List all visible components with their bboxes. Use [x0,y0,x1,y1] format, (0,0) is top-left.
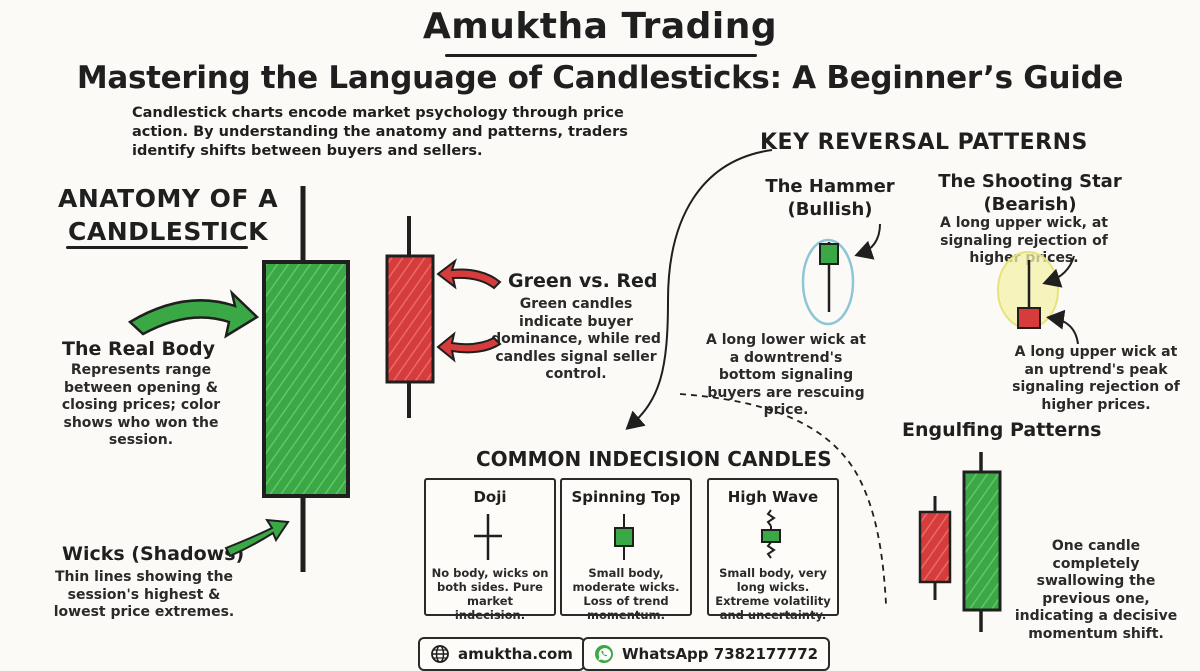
page-title: Mastering the Language of Candlesticks: … [76,60,1124,96]
arrow-icon [224,518,290,558]
green-red-desc: Green candles indicate buyer dominance, … [491,296,661,382]
arrow-icon [436,331,502,363]
brand-underline [445,54,757,57]
arrow-icon [127,289,260,339]
engulfing-heading: Engulfing Patterns [902,419,1102,441]
shooting-star-desc-top: A long upper wick, at signaling rejectio… [940,215,1108,266]
card-spinning-top-title: Spinning Top [571,488,681,506]
engulfing-red-candle [918,496,952,600]
red-candle-body [385,254,435,384]
real-body-label: The Real Body [62,338,215,360]
engulfing-green-candle [962,452,1002,632]
arrow-icon [1042,255,1075,288]
shooting-star-title-line1: The Shooting Star [938,171,1122,192]
card-doji-title: Doji [473,488,507,506]
engulfing-desc: One candle completely swallowing the pre… [1014,538,1178,642]
anatomy-heading: ANATOMY OF A CANDLESTICK [58,182,278,248]
arrow-icon [854,223,881,260]
anatomy-red-candle [385,216,435,418]
intro-text: Candlestick charts encode market psychol… [132,105,628,159]
hammer-title-line1: The Hammer [765,176,895,197]
anatomy-underline [66,246,248,249]
globe-icon [431,645,449,663]
high-wave-candle [761,509,781,559]
brand-title: Amuktha Trading [422,6,778,47]
wicks-desc: Thin lines showing the session's highest… [53,569,235,620]
card-high-wave-desc: Small body, very long wicks. Extreme vol… [715,566,831,622]
hammer-title-line2: (Bullish) [787,199,873,220]
real-body-desc: Represents range between opening & closi… [61,362,221,448]
anatomy-heading-line1: ANATOMY OF A [58,184,279,213]
hammer-title: The Hammer (Bullish) [760,175,900,221]
whatsapp-text: WhatsApp 7382177772 [622,645,819,663]
green-candle-body [262,260,350,498]
wicks-label: Wicks (Shadows) [62,543,245,565]
card-doji-desc: No body, wicks on both sides. Pure marke… [431,566,549,622]
website-text: amuktha.com [458,645,573,663]
dashed-connector [679,393,887,605]
doji-candle [474,514,502,560]
arrow-icon [436,258,502,290]
card-doji: Doji No body, wicks on both sides. Pure … [424,478,556,622]
card-high-wave-title: High Wave [727,488,819,506]
arrow-icon [625,149,773,430]
arrow-icon [1046,309,1079,345]
hammer-candle [801,238,855,326]
shooting-star-title: The Shooting Star (Bearish) [930,170,1130,216]
hammer-desc: A long lower wick at a downtrend's botto… [706,332,866,418]
shooting-star-title-line2: (Bearish) [983,194,1077,215]
shooting-star-desc-bottom: A long upper wick at an uptrend's peak s… [1012,344,1180,413]
anatomy-green-candle [262,186,350,572]
anatomy-heading-line2: CANDLESTICK [68,217,268,246]
shooting-star-candle [997,251,1059,329]
card-high-wave: High Wave Small body, very long wicks. E… [707,478,839,622]
website-link[interactable]: amuktha.com [418,637,585,671]
indecision-heading: COMMON INDECISION CANDLES [476,447,832,471]
spinning-top-candle [614,514,634,560]
whatsapp-icon [595,645,613,663]
reversal-heading: KEY REVERSAL PATTERNS [760,130,1088,155]
card-spinning-top-desc: Small body, moderate wicks. Loss of tren… [572,566,680,622]
green-red-label: Green vs. Red [508,270,658,292]
